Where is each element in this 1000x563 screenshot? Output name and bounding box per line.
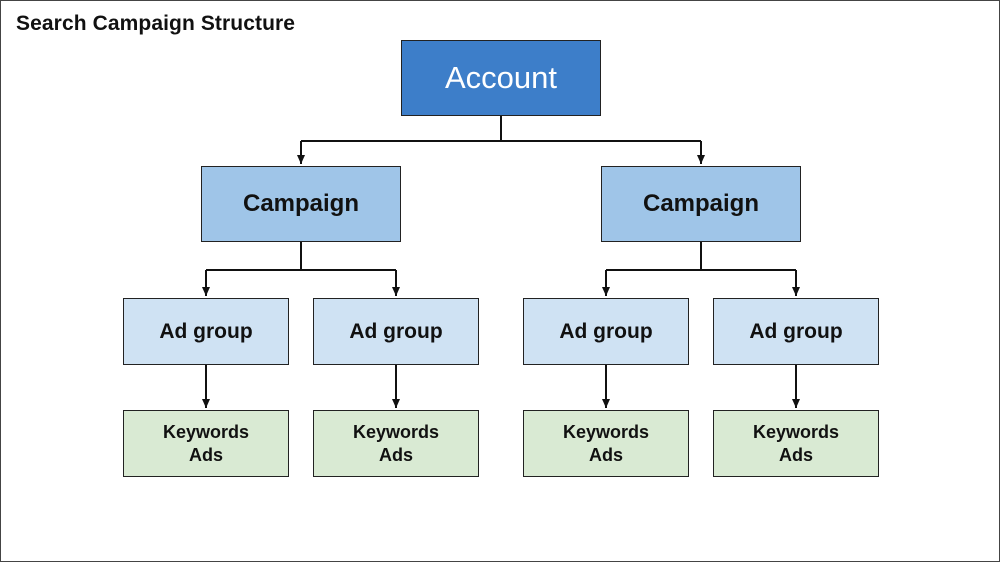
ad-group-label-4: Ad group — [749, 319, 843, 343]
keywords-label-4: Keywords — [752, 421, 840, 442]
ads-label-2: Ads — [378, 444, 413, 465]
diagram-title: Search Campaign Structure — [16, 12, 296, 35]
campaign-label-1: Campaign — [242, 190, 359, 217]
ad-group-label-1: Ad group — [159, 319, 253, 343]
ads-label-3: Ads — [588, 444, 623, 465]
ad-group-node-4: Ad group — [713, 298, 879, 365]
ad-group-node-3: Ad group — [523, 298, 689, 365]
ad-group-label-3: Ad group — [559, 319, 653, 343]
ad-group-node-1: Ad group — [123, 298, 289, 365]
keywords-label-3: Keywords — [562, 421, 650, 442]
keywords-ads-node-3: Keywords Ads — [523, 410, 689, 477]
ad-group-node-2: Ad group — [313, 298, 479, 365]
keywords-ads-node-4: Keywords Ads — [713, 410, 879, 477]
campaign-label-2: Campaign — [642, 190, 759, 217]
account-node: Account — [401, 40, 601, 116]
campaign-node-1: Campaign — [201, 166, 401, 242]
account-label: Account — [444, 60, 557, 95]
ads-label-4: Ads — [778, 444, 813, 465]
campaign-node-2: Campaign — [601, 166, 801, 242]
ads-label-1: Ads — [188, 444, 223, 465]
keywords-label-2: Keywords — [352, 421, 440, 442]
keywords-ads-node-2: Keywords Ads — [313, 410, 479, 477]
keywords-ads-node-1: Keywords Ads — [123, 410, 289, 477]
keywords-label-1: Keywords — [162, 421, 250, 442]
ad-group-label-2: Ad group — [349, 319, 443, 343]
